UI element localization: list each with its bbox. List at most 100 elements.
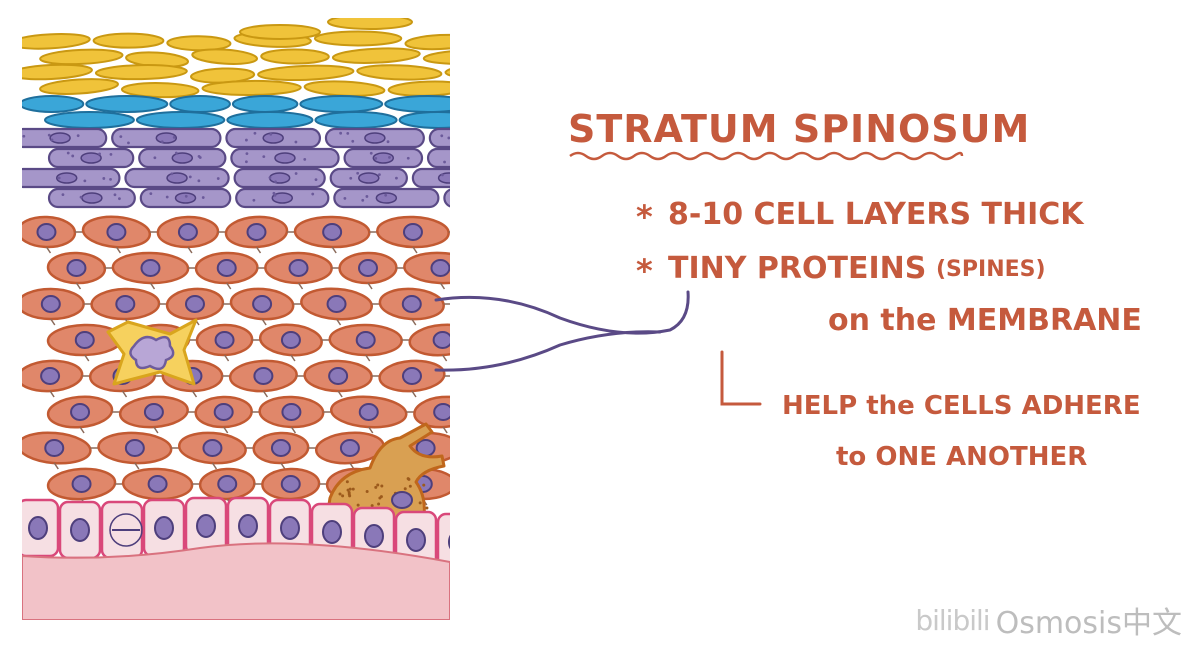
stratum-lucidum-layer	[22, 95, 450, 129]
corneum-cell	[39, 48, 124, 66]
keratohyalin-granule	[184, 194, 188, 198]
granulosum-nucleus	[55, 172, 78, 184]
granulosum-cell	[443, 188, 450, 208]
desmosome-spine	[79, 426, 85, 434]
spinosum-nucleus	[358, 259, 379, 277]
desmosome-spine	[223, 426, 229, 434]
lucidum-cell	[135, 111, 226, 129]
spinosum-cell	[451, 287, 517, 322]
keratohyalin-granule	[201, 196, 205, 199]
granulosum-nucleus	[482, 193, 502, 203]
desmosome-spine	[367, 282, 373, 290]
bullet-marker-2: *	[636, 252, 653, 290]
melanocyte-nucleus	[391, 491, 413, 509]
keratohyalin-granule	[351, 139, 355, 143]
desmosome-spine	[368, 426, 374, 434]
keratohyalin-granule	[365, 195, 369, 198]
spinosum-nucleus	[246, 223, 267, 241]
lucidum-cell	[169, 95, 231, 113]
keratohyalin-granule	[369, 151, 373, 155]
melanin-granule	[341, 494, 345, 498]
spinosum-nucleus	[326, 295, 347, 313]
desmosome-spine	[498, 463, 502, 469]
keratohyalin-granule	[458, 194, 461, 197]
spinosum-nucleus	[184, 295, 205, 313]
melanin-granule	[356, 503, 360, 507]
granulosum-nucleus	[375, 192, 398, 204]
spinosum-nucleus	[216, 259, 237, 277]
basale-nucleus	[154, 516, 174, 540]
lucidum-cell	[22, 95, 85, 113]
keratohyalin-granule	[521, 201, 524, 204]
spinosum-nucleus	[328, 367, 349, 385]
corneum-cell	[404, 33, 450, 51]
pointer-line	[434, 290, 690, 372]
melanin-granule	[425, 506, 429, 510]
lucidum-cell	[85, 95, 169, 113]
melanin-granule	[408, 484, 412, 488]
granulosum-nucleus	[262, 132, 284, 144]
desmosome-spine	[439, 282, 446, 290]
lucidum-cell	[299, 95, 384, 113]
keratohyalin-granule	[245, 152, 249, 156]
melanin-granule	[378, 496, 382, 500]
spinosum-nucleus	[74, 331, 95, 349]
corneum-cell	[191, 48, 259, 65]
bilibili-logo: bilibili	[915, 603, 990, 637]
corneum-cell	[260, 48, 330, 65]
desmosome-spine	[261, 318, 267, 326]
spinosum-nucleus	[40, 367, 61, 385]
keratohyalin-granule	[109, 177, 112, 181]
granulosum-cell	[411, 167, 450, 189]
desmosome-spine	[290, 354, 296, 362]
corneum-cell	[257, 64, 355, 82]
keratohyalin-granule	[149, 192, 153, 196]
corneum-cell	[94, 64, 188, 81]
corneum-cell	[422, 48, 450, 65]
keratohyalin-granule	[274, 180, 277, 184]
basale-nucleus	[70, 518, 90, 542]
lucidum-cell	[314, 111, 398, 129]
granulosum-nucleus	[166, 172, 188, 184]
keratohyalin-granule	[47, 133, 51, 137]
epidermis-illustration	[22, 18, 529, 620]
basale-nucleus	[406, 528, 426, 552]
spinosum-nucleus	[253, 367, 274, 385]
keratohyalin-granule	[188, 175, 192, 179]
keratohyalin-granule	[197, 179, 201, 183]
spinosum-nucleus	[217, 475, 238, 493]
granulosum-cell	[428, 127, 450, 149]
melanin-granule	[374, 485, 378, 489]
keratohyalin-granule	[294, 172, 298, 175]
corneum-cell	[201, 79, 302, 96]
keratohyalin-granule	[514, 196, 517, 199]
spinosum-nucleus	[280, 475, 301, 493]
spinosum-cell	[466, 431, 529, 466]
keratohyalin-granule	[378, 173, 381, 177]
desmosome-spine	[50, 318, 56, 326]
spinosum-nucleus	[71, 475, 92, 493]
corneum-cell	[444, 62, 450, 80]
desmosome-spine	[53, 462, 59, 470]
subpoint-bracket	[720, 350, 762, 406]
desmosome-spine	[49, 390, 55, 398]
keratohyalin-granule	[467, 161, 470, 164]
keratohyalin-granule	[245, 138, 248, 142]
keratohyalin-granule	[294, 140, 298, 144]
basale-nucleus	[322, 520, 342, 544]
corneum-cell	[22, 63, 93, 81]
mitotic-spindle	[109, 513, 143, 547]
desmosome-spine	[496, 499, 500, 505]
basale-nucleus	[448, 534, 450, 550]
keratohyalin-granule	[83, 179, 87, 183]
spinosum-nucleus	[36, 223, 57, 241]
melanin-granule	[403, 487, 407, 491]
stratum-corneum-layer	[22, 18, 450, 99]
basale-nucleus	[364, 524, 384, 548]
granulosum-nucleus	[80, 152, 102, 164]
desmosome-spine	[442, 426, 448, 434]
desmosome-spine	[84, 354, 90, 362]
granulosum-nucleus	[274, 152, 296, 164]
keratohyalin-granule	[272, 191, 276, 195]
